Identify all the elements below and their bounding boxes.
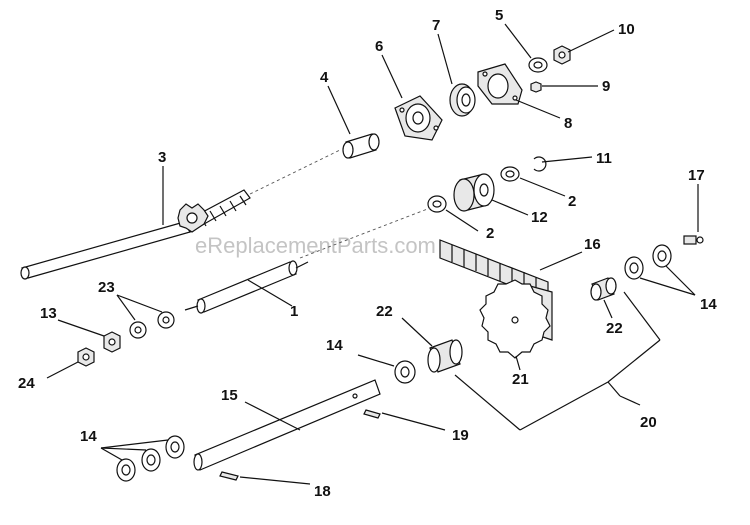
label-21: 21 bbox=[512, 371, 529, 388]
part-7-bearing bbox=[449, 83, 476, 117]
part-12-idler bbox=[453, 173, 495, 212]
part-1-shaft bbox=[184, 260, 309, 314]
part-11-clip bbox=[533, 156, 547, 172]
label-8: 8 bbox=[564, 115, 572, 132]
label-3: 3 bbox=[158, 149, 166, 166]
label-2-lower: 2 bbox=[486, 225, 494, 242]
callout-labels: 3 4 6 7 5 10 9 8 11 2 12 2 16 17 14 22 2… bbox=[18, 7, 717, 500]
label-5: 5 bbox=[495, 7, 503, 24]
part-22-bushing-left bbox=[427, 339, 463, 373]
part-15-shaft bbox=[193, 379, 381, 471]
part-23-washers bbox=[129, 311, 175, 339]
part-14-washers-right bbox=[624, 244, 672, 280]
label-22-left: 22 bbox=[376, 303, 393, 320]
part-6-flange bbox=[394, 95, 443, 141]
label-14-bottom: 14 bbox=[80, 428, 97, 445]
label-22-right: 22 bbox=[606, 320, 623, 337]
label-15: 15 bbox=[221, 387, 238, 404]
label-11: 11 bbox=[596, 150, 612, 167]
label-14-right: 14 bbox=[700, 296, 717, 313]
part-18-pin bbox=[219, 471, 239, 481]
part-22-bushing-right bbox=[590, 277, 617, 301]
part-14-washers-bottom bbox=[116, 435, 185, 482]
watermark: eReplacementParts.com bbox=[195, 233, 436, 258]
label-9: 9 bbox=[602, 78, 610, 95]
label-1: 1 bbox=[290, 303, 298, 320]
label-10: 10 bbox=[618, 21, 635, 38]
part-5-washer bbox=[528, 57, 548, 73]
part-8-flange-plate bbox=[477, 63, 523, 105]
label-23: 23 bbox=[98, 279, 115, 296]
label-7: 7 bbox=[432, 17, 440, 34]
label-14-center: 14 bbox=[326, 337, 343, 354]
label-19: 19 bbox=[452, 427, 469, 444]
part-3-shaft bbox=[20, 189, 251, 280]
part-24-nut bbox=[77, 347, 95, 367]
part-2-washer-upper bbox=[500, 166, 520, 182]
label-4: 4 bbox=[320, 69, 329, 86]
label-6: 6 bbox=[375, 38, 383, 55]
part-17-fitting bbox=[683, 235, 704, 245]
axis-line-middle bbox=[299, 207, 431, 259]
part-9-small-nut bbox=[530, 81, 542, 93]
label-16: 16 bbox=[584, 236, 601, 253]
part-4-bushing bbox=[342, 133, 380, 159]
label-12: 12 bbox=[531, 209, 548, 226]
leader-lines bbox=[46, 23, 699, 485]
part-10-nut bbox=[553, 45, 571, 65]
label-17: 17 bbox=[688, 167, 705, 184]
part-2-washer-lower bbox=[427, 195, 447, 213]
part-19-pin bbox=[363, 409, 381, 419]
part-14-washer-center bbox=[394, 360, 416, 384]
label-24: 24 bbox=[18, 375, 35, 392]
axis-line-upper bbox=[249, 149, 341, 195]
part-21-sprocket bbox=[479, 279, 551, 359]
label-2-upper: 2 bbox=[568, 193, 576, 210]
part-13-nut bbox=[103, 331, 121, 353]
label-18: 18 bbox=[314, 483, 331, 500]
label-20: 20 bbox=[640, 414, 657, 431]
label-13: 13 bbox=[40, 305, 57, 322]
